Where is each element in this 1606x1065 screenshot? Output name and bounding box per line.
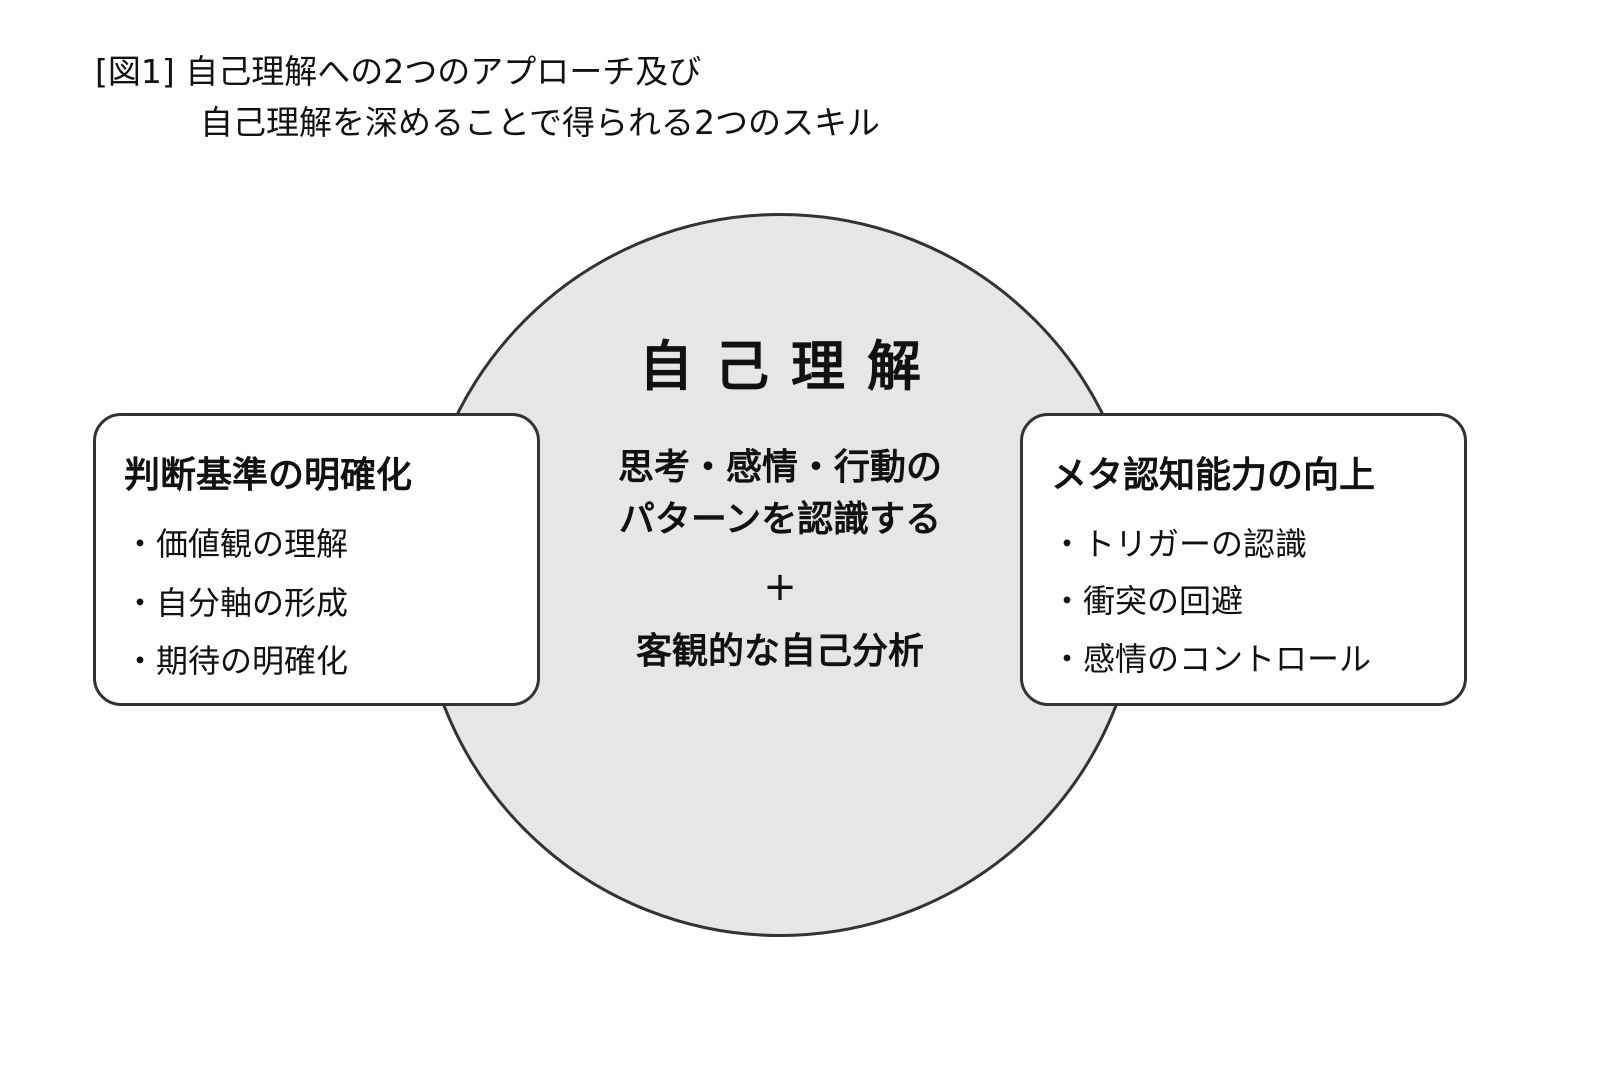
center-heading: 自己理解 bbox=[639, 335, 943, 398]
list-item: ・感情のコントロール bbox=[1051, 640, 1372, 678]
list-item: ・自分軸の形成 bbox=[124, 584, 349, 622]
figure-title-line1: [図1] 自己理解への2つのアプローチ及び bbox=[95, 52, 702, 91]
center-line-2: パターンを認識する bbox=[618, 499, 942, 540]
left-skill-box: 判断基準の明確化 ・価値観の理解 ・自分軸の形成 ・期待の明確化 bbox=[93, 413, 540, 706]
figure-title-line2: 自己理解を深めることで得られる2つのスキル bbox=[200, 103, 881, 142]
right-skill-box: メタ認知能力の向上 ・トリガーの認識 ・衝突の回避 ・感情のコントロール bbox=[1020, 413, 1467, 706]
list-item: ・期待の明確化 bbox=[124, 642, 349, 680]
list-item: ・トリガーの認識 bbox=[1051, 525, 1308, 563]
list-item: ・衝突の回避 bbox=[1051, 582, 1244, 620]
center-line-3: 客観的な自己分析 bbox=[635, 631, 924, 672]
right-box-title: メタ認知能力の向上 bbox=[1051, 455, 1376, 496]
list-item: ・価値観の理解 bbox=[124, 525, 349, 563]
plus-sign: + bbox=[763, 564, 797, 610]
left-box-title: 判断基準の明確化 bbox=[124, 455, 413, 496]
center-line-1: 思考・感情・行動の bbox=[617, 447, 942, 488]
